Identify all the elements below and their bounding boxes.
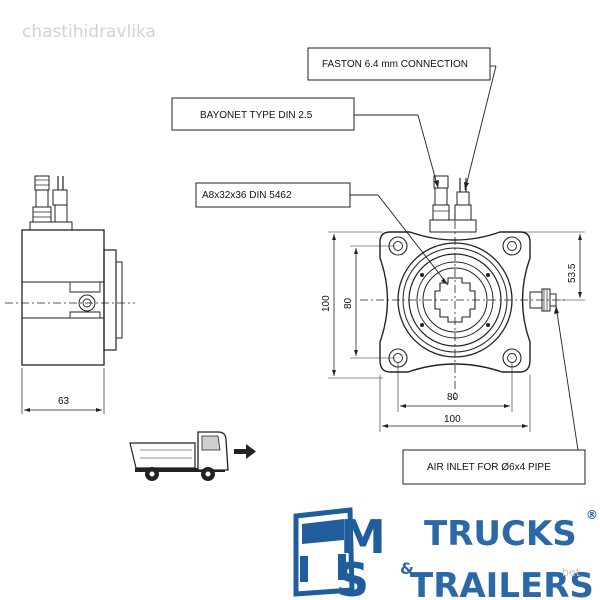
dim-half-height: 53.5 [567,263,578,283]
callout-spline: A8x32x36 DIN 5462 [195,182,449,286]
side-bayonet-fitting [29,175,73,231]
callout-air-inlet: AIR INLET FOR Ø6x4 PIPE [402,305,586,485]
svg-text:AIR INLET FOR Ø6x4 PIPE: AIR INLET FOR Ø6x4 PIPE [427,462,551,473]
company-logo: M S TRUCKS & TRAILERS ® bet [293,507,598,600]
svg-text:FASTON 6.4 mm CONNECTION: FASTON 6.4 mm CONNECTION [322,59,468,70]
logo-registered: ® [586,508,598,522]
dim-inner-width: 80 [447,392,459,403]
front-view: 100 80 53.5 80 100 [321,175,585,432]
logo-trucks: TRUCKS [424,514,577,554]
front-bayonet-fitting [429,175,477,233]
dim-side-width: 63 [58,396,70,407]
callout-faston: FASTON 6.4 mm CONNECTION [307,47,497,191]
dim-outer-height: 100 [321,295,332,312]
logo-ampersand: & [400,559,414,578]
dim-inner-height: 80 [343,297,354,309]
logo-letter-s: S [336,553,369,600]
logo-tag: bet [562,566,581,579]
watermark-text: chastihidravlika [22,22,156,42]
direction-arrow-icon [234,444,256,459]
side-view: 63 [5,175,135,414]
dim-outer-width: 100 [444,414,461,425]
svg-text:BAYONET TYPE DIN 2.5: BAYONET TYPE DIN 2.5 [200,110,313,121]
logo-letter-m: M [340,510,386,564]
callout-bayonet: BAYONET TYPE DIN 2.5 [171,97,439,189]
logo-truck-icon [293,507,355,597]
air-inlet-fitting [529,288,557,312]
svg-text:A8x32x36 DIN 5462: A8x32x36 DIN 5462 [202,190,292,201]
truck-icon [129,431,229,481]
logo-trailers: TRAILERS [410,566,594,600]
